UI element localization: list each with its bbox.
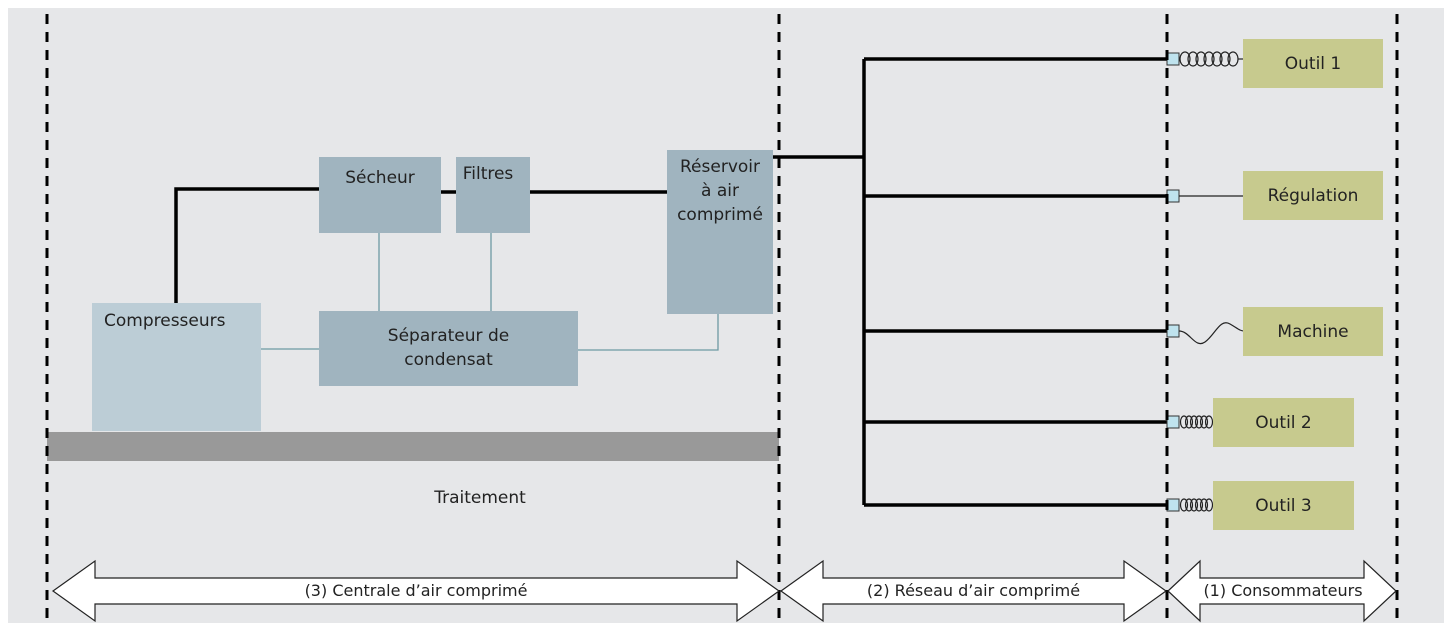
reservoir-box [667,150,773,314]
zone-arrow-reseau [779,559,1168,623]
consumer-box-outil-3 [1213,481,1354,530]
consumer-label-regulation: Régulation [1267,185,1359,206]
dryer-label: Sécheur [345,168,415,188]
dryer-box [319,157,441,233]
hose-machine [1178,322,1245,345]
zone-label-centrale: (3) Centrale d’air comprimé [304,581,528,600]
filters-label: Filtres [462,164,514,184]
condensate-separator-label: Séparateur de condensat [387,326,510,370]
consumer-box-outil-2 [1213,398,1354,447]
compressor-box [92,303,261,431]
reservoir-label: Réservoir à air comprimé [677,157,763,225]
consumer-label-outil-2: Outil 2 [1255,412,1312,433]
condensate-lines [261,233,719,351]
consumer-box-outil-1 [1243,39,1383,88]
zone-arrow-centrale [51,559,781,623]
zone-label-reseau: (2) Réseau d’air comprimé [866,581,1081,600]
zone-label-consommateurs: (1) Consommateurs [1203,581,1363,600]
coil-hose-outil-2 [1179,415,1214,429]
treatment-label: Traitement [434,488,526,508]
consumer-label-machine: Machine [1277,321,1349,342]
filters-box [456,157,530,233]
consumer-connectors [1166,52,1180,512]
floor-bar [47,432,779,461]
consumer-label-outil-3: Outil 3 [1255,495,1312,516]
compressors-label: Compresseurs [104,311,226,331]
consumer-label-outil-1: Outil 1 [1284,53,1342,74]
condensate-separator-box [319,311,578,386]
zone-separators [45,14,1399,623]
zone-arrow-consommateurs [1167,559,1397,623]
coil-hose-outil-3 [1179,498,1214,512]
consumer-box-machine [1243,307,1383,356]
consumer-box-regulation [1243,171,1383,220]
main-pipes [174,57,1168,507]
